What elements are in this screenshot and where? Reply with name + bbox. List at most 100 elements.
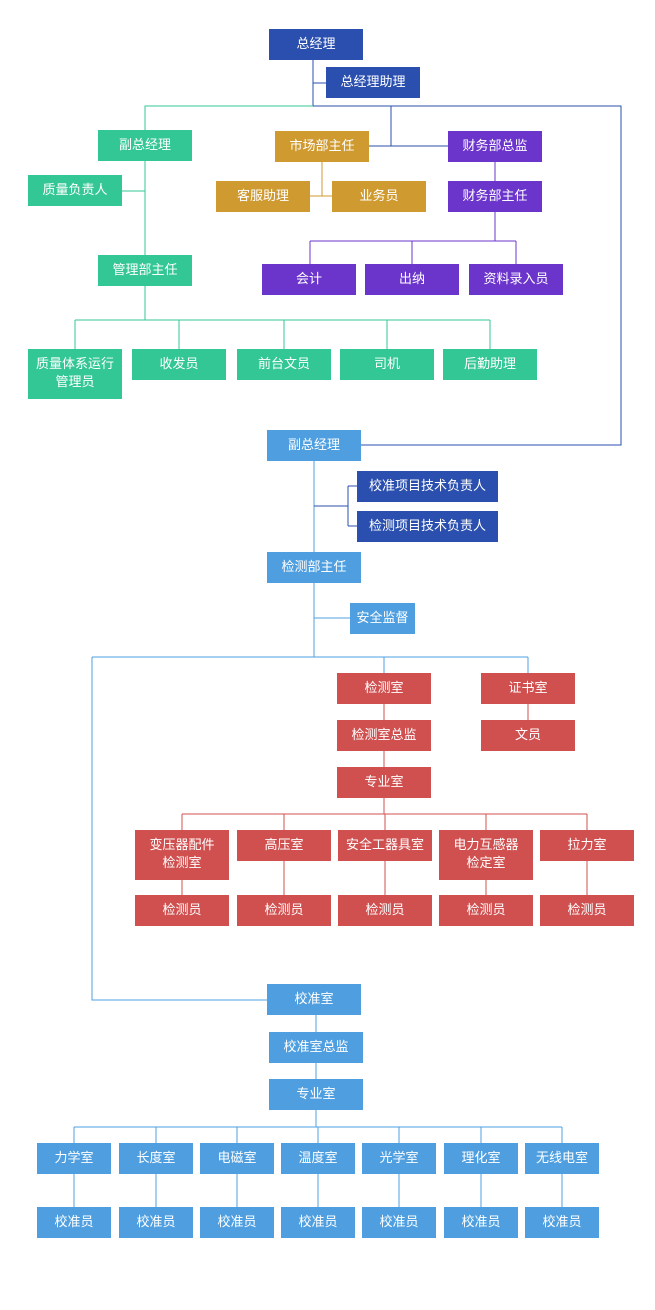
node-hv-room: 高压室	[237, 830, 331, 861]
node-label: 专业室	[364, 774, 404, 790]
node-physchem-room: 理化室	[444, 1143, 518, 1174]
node-label: 资料录入员	[483, 271, 549, 287]
node-cashier: 出纳	[365, 264, 459, 295]
node-accountant: 会计	[262, 264, 356, 295]
node-label: 检测室总监	[351, 727, 417, 743]
node-label: 收发员	[159, 356, 199, 372]
node-market-director: 市场部主任	[275, 131, 369, 162]
node-driver: 司机	[340, 349, 434, 380]
node-test-room-chief: 检测室总监	[337, 720, 431, 751]
node-label: 检测室	[364, 680, 404, 696]
node-label: 无线电室	[535, 1150, 588, 1166]
node-label: 后勤助理	[463, 356, 516, 372]
node-salesperson: 业务员	[332, 181, 426, 212]
node-em-room: 电磁室	[200, 1143, 274, 1174]
node-safety-tools-room: 安全工器具室	[338, 830, 432, 861]
node-label: 检测员	[264, 902, 304, 918]
node-label: 理化室	[461, 1150, 501, 1166]
node-radio-room: 无线电室	[525, 1143, 599, 1174]
node-qs-admin: 质量体系运行 管理员	[28, 349, 122, 399]
node-calibrator-7: 校准员	[525, 1207, 599, 1238]
node-label: 财务部总监	[462, 138, 528, 154]
node-label: 安全监督	[356, 610, 409, 626]
node-label: 电磁室	[217, 1150, 257, 1166]
node-calib-room: 校准室	[267, 984, 361, 1015]
node-safety-supervisor: 安全监督	[350, 603, 415, 634]
connector-line	[91, 657, 267, 1001]
node-label: 总经理	[296, 36, 336, 52]
node-label: 温度室	[298, 1150, 338, 1166]
node-label: 证书室	[508, 680, 548, 696]
node-label: 校准员	[136, 1214, 176, 1230]
connector-line	[390, 106, 448, 147]
node-mgmt-director: 管理部主任	[98, 255, 192, 286]
node-label: 检测项目技术负责人	[368, 518, 486, 534]
node-label: 长度室	[136, 1150, 176, 1166]
node-tester-2: 检测员	[237, 895, 331, 926]
node-label: 总经理助理	[340, 74, 406, 90]
connector-line	[144, 105, 313, 130]
node-label: 前台文员	[257, 356, 310, 372]
node-clerk: 文员	[481, 720, 575, 751]
node-mail-clerk: 收发员	[132, 349, 226, 380]
node-transformer-room: 变压器配件 检测室	[135, 830, 229, 880]
node-tester-5: 检测员	[540, 895, 634, 926]
node-label: 校准员	[461, 1214, 501, 1230]
node-label: 检测员	[466, 902, 506, 918]
node-label: 校准室	[294, 991, 334, 1007]
node-label: 校准员	[54, 1214, 94, 1230]
node-label: 司机	[373, 356, 400, 372]
node-calibrator-6: 校准员	[444, 1207, 518, 1238]
node-label: 电力互感器 检定室	[453, 838, 519, 871]
node-label: 业务员	[359, 188, 399, 204]
node-label: 出纳	[398, 271, 425, 287]
node-instrument-tf-room: 电力互感器 检定室	[439, 830, 533, 880]
node-data-entry: 资料录入员	[469, 264, 563, 295]
node-logistics-assistant: 后勤助理	[443, 349, 537, 380]
node-quality-lead: 质量负责人	[28, 175, 122, 206]
node-label: 管理部主任	[112, 262, 178, 278]
node-gm: 总经理	[269, 29, 363, 60]
node-calibrator-2: 校准员	[119, 1207, 193, 1238]
node-temperature-room: 温度室	[281, 1143, 355, 1174]
node-label: 质量负责人	[42, 182, 108, 198]
node-vgm2: 副总经理	[267, 430, 361, 461]
node-cs-assistant: 客服助理	[216, 181, 310, 212]
node-calib-room-chief: 校准室总监	[269, 1032, 363, 1063]
node-length-room: 长度室	[119, 1143, 193, 1174]
node-label: 校准员	[217, 1214, 257, 1230]
node-label: 质量体系运行 管理员	[35, 357, 114, 390]
node-label: 校准员	[298, 1214, 338, 1230]
node-label: 文员	[514, 727, 541, 743]
node-tester-1: 检测员	[135, 895, 229, 926]
node-test-specialty-room: 专业室	[337, 767, 431, 798]
node-vgm1: 副总经理	[98, 130, 192, 161]
node-label: 拉力室	[567, 837, 607, 853]
node-label: 专业室	[296, 1086, 336, 1102]
node-label: 财务部主任	[462, 188, 528, 204]
node-label: 光学室	[379, 1150, 419, 1166]
node-label: 检测部主任	[281, 559, 347, 575]
node-cert-room: 证书室	[481, 673, 575, 704]
node-test-tech-lead: 检测项目技术负责人	[357, 511, 498, 542]
node-label: 检测员	[162, 902, 202, 918]
node-label: 高压室	[264, 837, 304, 853]
node-label: 校准项目技术负责人	[368, 478, 486, 494]
node-label: 校准员	[542, 1214, 582, 1230]
node-test-dept-director: 检测部主任	[267, 552, 361, 583]
node-gm-assistant: 总经理助理	[326, 67, 420, 98]
node-label: 安全工器具室	[345, 837, 424, 853]
node-calib-tech-lead: 校准项目技术负责人	[357, 471, 498, 502]
node-optics-room: 光学室	[362, 1143, 436, 1174]
node-front-desk: 前台文员	[237, 349, 331, 380]
node-tester-4: 检测员	[439, 895, 533, 926]
node-label: 副总经理	[287, 437, 340, 453]
node-calibrator-3: 校准员	[200, 1207, 274, 1238]
node-calib-specialty-room: 专业室	[269, 1079, 363, 1110]
node-label: 校准员	[379, 1214, 419, 1230]
node-label: 变压器配件 检测室	[149, 838, 215, 871]
node-label: 市场部主任	[289, 138, 355, 154]
node-mechanics-room: 力学室	[37, 1143, 111, 1174]
node-label: 会计	[295, 271, 322, 287]
